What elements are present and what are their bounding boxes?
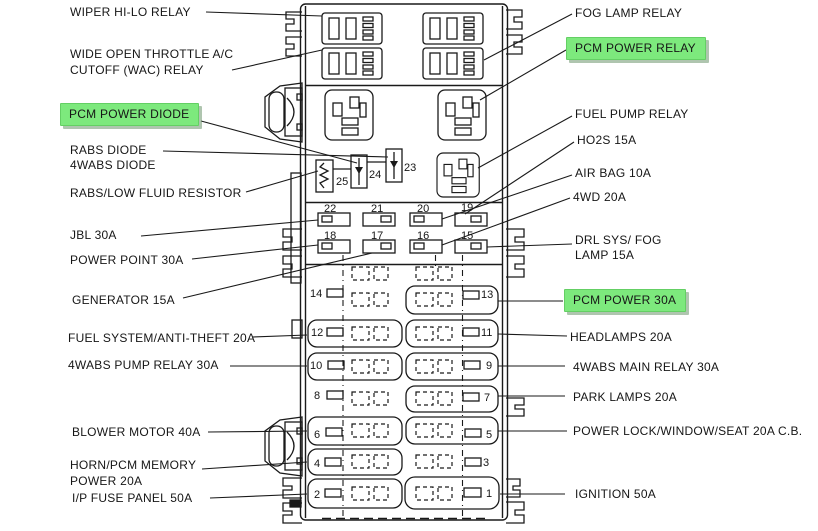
label-wot-ac-line1: WIDE OPEN THROTTLE A/C xyxy=(70,47,234,61)
label-wot-ac-line2: CUTOFF (WAC) RELAY xyxy=(70,63,204,77)
label-fuel-pump-relay: FUEL PUMP RELAY xyxy=(575,107,689,121)
label-drl-sys-fog-line1: DRL SYS/ FOG xyxy=(575,233,662,247)
label-pcm-power-relay-highlight: PCM POWER RELAY xyxy=(566,37,706,60)
label-rabs-diode: RABS DIODE xyxy=(70,143,147,157)
fuse-8-number: 8 xyxy=(314,390,320,402)
fuse-12-number: 12 xyxy=(311,327,323,339)
fuse-7-number: 7 xyxy=(484,392,490,404)
label-pcm-power-30a-highlight: PCM POWER 30A xyxy=(564,289,687,312)
fuse-13-number: 13 xyxy=(481,289,493,301)
label-headlamps-20a: HEADLAMPS 20A xyxy=(570,330,672,344)
diode-resistor-components xyxy=(315,148,403,193)
fuse-21-number: 21 xyxy=(371,203,383,215)
square-relays xyxy=(324,89,487,198)
label-ignition-50a: IGNITION 50A xyxy=(575,487,657,501)
harness-connector-bottom xyxy=(264,416,303,477)
harness-connector-top xyxy=(264,82,303,143)
fuse-18-number: 18 xyxy=(324,230,336,242)
label-horn-pcm-memory-line2: POWER 20A xyxy=(70,474,143,488)
fuse-4-number: 4 xyxy=(314,458,320,470)
label-ho2s-15a: HO2S 15A xyxy=(577,133,637,147)
label-horn-pcm-memory-line1: HORN/PCM MEMORY xyxy=(70,458,197,472)
relay-modules xyxy=(321,12,484,80)
label-pcm-power-diode-highlight: PCM POWER DIODE xyxy=(60,103,200,126)
label-4wabs-main-relay-30a: 4WABS MAIN RELAY 30A xyxy=(573,360,720,374)
label-jbl-30a: JBL 30A xyxy=(70,228,117,242)
component-25-number: 25 xyxy=(336,176,348,188)
label-fog-lamp-relay: FOG LAMP RELAY xyxy=(575,6,683,20)
fuse-2-number: 2 xyxy=(314,489,320,501)
label-4wabs-diode: 4WABS DIODE xyxy=(70,158,156,172)
label-generator-15a: GENERATOR 15A xyxy=(72,293,175,307)
fuse-5-number: 5 xyxy=(486,429,492,441)
fuse-6-number: 6 xyxy=(314,429,320,441)
fuse-10-number: 10 xyxy=(310,360,322,372)
label-rabs-low-fluid-resistor: RABS/LOW FLUID RESISTOR xyxy=(70,186,242,200)
component-24-number: 24 xyxy=(369,169,381,181)
label-power-point-30a: POWER POINT 30A xyxy=(70,253,184,267)
label-drl-sys-fog-line2: LAMP 15A xyxy=(575,248,635,262)
label-4wd-20a: 4WD 20A xyxy=(573,190,627,204)
fuse-14-number: 14 xyxy=(310,288,322,300)
label-4wabs-pump-relay-30a: 4WABS PUMP RELAY 30A xyxy=(68,358,219,372)
fuse-17-number: 17 xyxy=(371,230,383,242)
fuse-3-number: 3 xyxy=(483,457,489,469)
mini-fuses xyxy=(317,212,488,254)
maxi-fuse-holders xyxy=(307,285,500,510)
fuse-box-body xyxy=(299,3,509,521)
label-ip-fuse-panel-50a: I/P FUSE PANEL 50A xyxy=(72,491,193,505)
fuse-9-number: 9 xyxy=(486,360,492,372)
label-fuel-system-anti-theft-20a: FUEL SYSTEM/ANTI-THEFT 20A xyxy=(68,331,256,345)
label-blower-motor-40a: BLOWER MOTOR 40A xyxy=(72,425,201,439)
fuse-22-number: 22 xyxy=(324,203,336,215)
fuse-11-number: 11 xyxy=(481,327,492,339)
label-air-bag-10a: AIR BAG 10A xyxy=(575,166,652,180)
leader-lines xyxy=(140,11,575,499)
label-wiper-hi-lo-relay: WIPER HI-LO RELAY xyxy=(70,5,191,19)
fuse-16-number: 16 xyxy=(417,230,429,242)
fuse-20-number: 20 xyxy=(417,203,429,215)
label-power-lock-window-seat-20a-cb: POWER LOCK/WINDOW/SEAT 20A C.B. xyxy=(573,424,803,438)
component-23-number: 23 xyxy=(404,162,416,174)
mounting-tabs xyxy=(282,9,525,524)
label-park-lamps-20a: PARK LAMPS 20A xyxy=(573,390,677,404)
fuse-1-number: 1 xyxy=(486,488,492,500)
